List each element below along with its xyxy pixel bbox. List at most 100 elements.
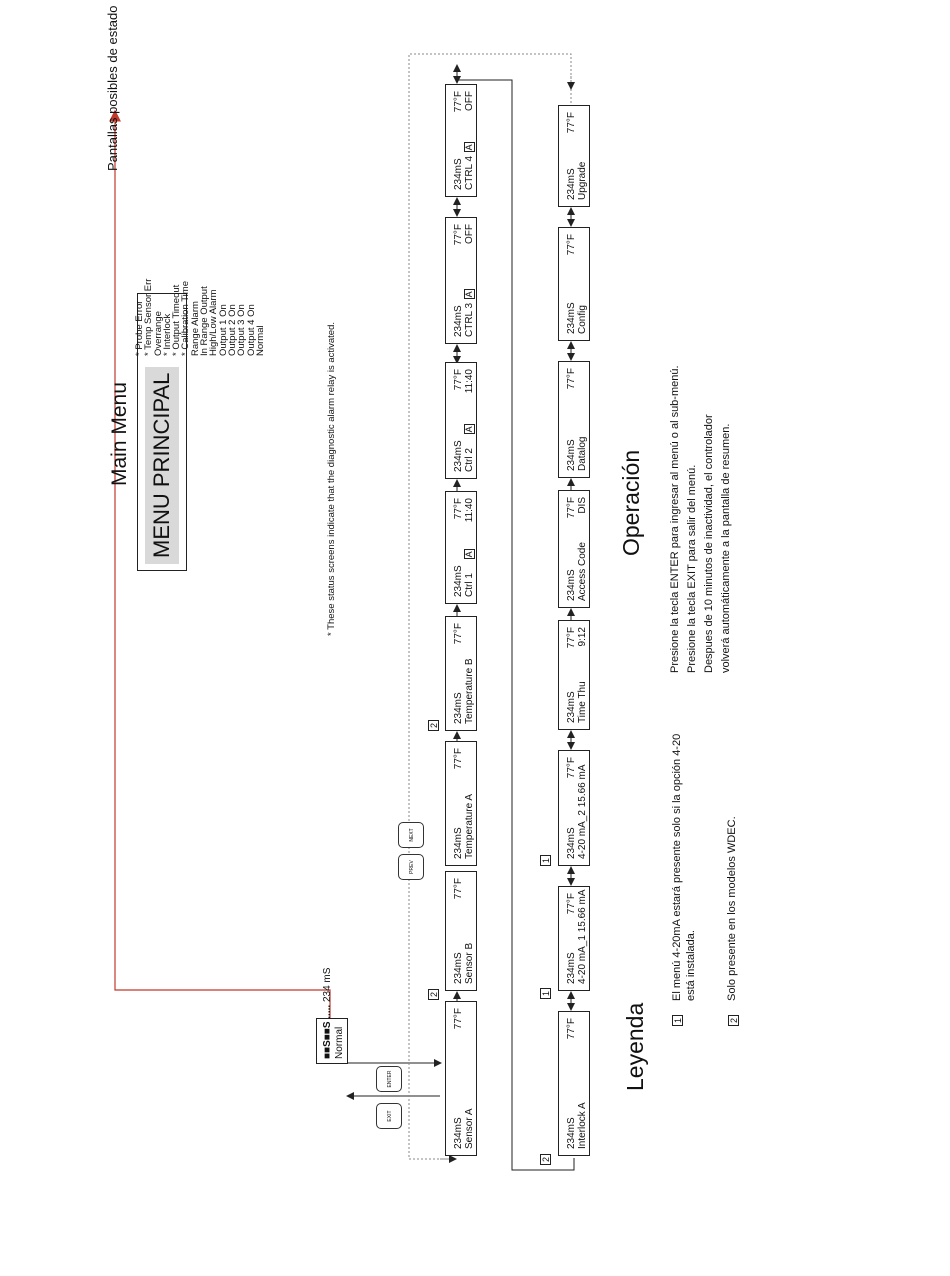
badge-2: 2 bbox=[428, 720, 439, 731]
next-key[interactable]: NEXT bbox=[398, 822, 424, 848]
mode-indicator: A bbox=[464, 549, 475, 560]
mode-indicator: A bbox=[464, 424, 475, 435]
legend-badge-1: 1 bbox=[672, 1015, 683, 1026]
operation-heading: Operación bbox=[618, 449, 644, 556]
screen-line1: 234mS bbox=[453, 158, 464, 190]
legend-heading: Leyenda bbox=[622, 1002, 648, 1091]
menu-screen[interactable]: 234mS 77°F Config bbox=[558, 227, 590, 341]
status-item: Normal bbox=[254, 325, 266, 356]
screen-line2-right: 9:12 bbox=[577, 627, 588, 647]
screen-temp: 77°F bbox=[453, 878, 464, 900]
screen-line2: Sensor A bbox=[464, 1108, 475, 1149]
enter-key[interactable]: ENTER bbox=[376, 1066, 402, 1092]
screen-line1: 234mS bbox=[566, 302, 577, 334]
status-note: * These status screens indicate that the… bbox=[326, 321, 337, 636]
screen-line1: 234mS bbox=[453, 692, 464, 724]
screen-line1: 234mS bbox=[566, 691, 577, 723]
menu-screen[interactable]: 234mS 77°F Upgrade bbox=[558, 105, 590, 207]
exit-key[interactable]: EXIT bbox=[376, 1103, 402, 1129]
screen-temp: 77°F bbox=[566, 112, 577, 134]
operation-line: Despues de 10 minutos de inactividad, el… bbox=[703, 414, 715, 673]
summary-value: 234 mS bbox=[322, 967, 333, 1003]
screen-temp: 77°F bbox=[453, 748, 464, 770]
screen-line2: Sensor B bbox=[464, 942, 475, 984]
operation-text: Presione la tecla ENTER para ingresar al… bbox=[667, 365, 735, 673]
screen-temp: 77°F bbox=[453, 623, 464, 645]
screen-line2: Temperature A bbox=[464, 793, 475, 859]
screen-line2: Time Thu bbox=[577, 681, 588, 723]
screen-line2: Ctrl 1 bbox=[464, 573, 475, 597]
screen-temp: 77°F bbox=[566, 757, 577, 779]
badge-1: 1 bbox=[540, 855, 551, 866]
screen-line2: Datalog bbox=[577, 436, 588, 471]
screen-line2: Interlock A bbox=[577, 1102, 588, 1149]
screen-line1: 234mS bbox=[453, 827, 464, 859]
screen-line2: 4-20 mA_2 15.66 mA bbox=[577, 764, 588, 860]
screen-line2: Ctrl 2 bbox=[464, 448, 475, 472]
screen-temp: 77°F bbox=[566, 234, 577, 256]
menu-screen[interactable]: 234mS 77°F Temperature B bbox=[445, 616, 477, 731]
status-item: Output 4 On bbox=[245, 304, 257, 356]
screen-line1: 234mS bbox=[566, 569, 577, 601]
screen-line2: Access Code bbox=[577, 542, 588, 601]
screen-line2: CTRL 4 bbox=[464, 155, 475, 190]
menu-screen[interactable]: 234mS 77°F Datalog bbox=[558, 361, 590, 478]
screen-line2-right: DIS bbox=[577, 497, 588, 514]
screen-line2-right: 11:40 bbox=[464, 369, 475, 394]
menu-screen[interactable]: 234mS 77°F Sensor A bbox=[445, 1001, 477, 1156]
legend-badge-2: 2 bbox=[728, 1015, 739, 1026]
menu-screen[interactable]: 234mS 77°F Temperature A bbox=[445, 741, 477, 866]
screen-line1: 234mS bbox=[566, 952, 577, 984]
mode-indicator: A bbox=[464, 289, 475, 300]
screen-temp: 77°F bbox=[453, 91, 464, 113]
screen-line1: 234mS bbox=[453, 565, 464, 597]
screen-line2: CTRL 3 bbox=[464, 302, 475, 337]
screen-temp: 77°F bbox=[566, 1018, 577, 1040]
status-heading: Pantallas posibles de estado bbox=[105, 5, 120, 171]
screen-line1: 234mS bbox=[453, 440, 464, 472]
summary-screen: ■■S■■S ..... 234 mS Normal bbox=[316, 968, 348, 1064]
prev-key[interactable]: PREV bbox=[398, 854, 424, 880]
screen-line1: 234mS bbox=[453, 1117, 464, 1149]
legend-item-1: El menú 4-20mA estará presente solo si l… bbox=[671, 733, 697, 1001]
subtitle: MENU PRINCIPAL bbox=[145, 366, 179, 564]
operation-line: volverá automáticamente a la pantalla de… bbox=[720, 423, 732, 673]
screen-temp: 77°F bbox=[453, 1008, 464, 1030]
screen-line2: Config bbox=[577, 305, 588, 334]
screen-temp: 77°F bbox=[566, 368, 577, 390]
legend-item-2: Solo presente en los modelos WDEC. bbox=[726, 816, 738, 1001]
badge-1: 1 bbox=[540, 988, 551, 999]
badge-2: 2 bbox=[540, 1154, 551, 1165]
menu-screen[interactable]: 234mS 77°F Time Thu 9:12 bbox=[558, 620, 590, 730]
screen-line2: Upgrade bbox=[577, 161, 588, 200]
screen-line2: 4-20 mA_1 15.66 mA bbox=[577, 889, 588, 985]
screen-line1: 234mS bbox=[566, 439, 577, 471]
summary-status: Normal bbox=[334, 1026, 345, 1059]
badge-2: 2 bbox=[428, 989, 439, 1000]
menu-screen[interactable]: 234mS 77°F Sensor B bbox=[445, 871, 477, 991]
screen-line1: 234mS bbox=[566, 168, 577, 200]
operation-line: Presione la tecla ENTER para ingresar al… bbox=[669, 365, 681, 673]
screen-temp: 77°F bbox=[566, 893, 577, 915]
screen-temp: 77°F bbox=[453, 369, 464, 391]
screen-line2-right: OFF bbox=[464, 224, 475, 244]
screen-line2: Temperature B bbox=[464, 658, 475, 724]
screen-temp: 77°F bbox=[453, 498, 464, 520]
operation-line: Presione la tecla EXIT para salir del me… bbox=[686, 464, 698, 673]
menu-screen[interactable]: 234mS 77°F Interlock A bbox=[558, 1011, 590, 1156]
mode-indicator: A bbox=[464, 142, 475, 153]
screen-line1: 234mS bbox=[453, 952, 464, 984]
screen-temp: 77°F bbox=[566, 627, 577, 649]
screen-line2-right: 11:40 bbox=[464, 498, 475, 523]
screen-line1: 234mS bbox=[566, 1117, 577, 1149]
